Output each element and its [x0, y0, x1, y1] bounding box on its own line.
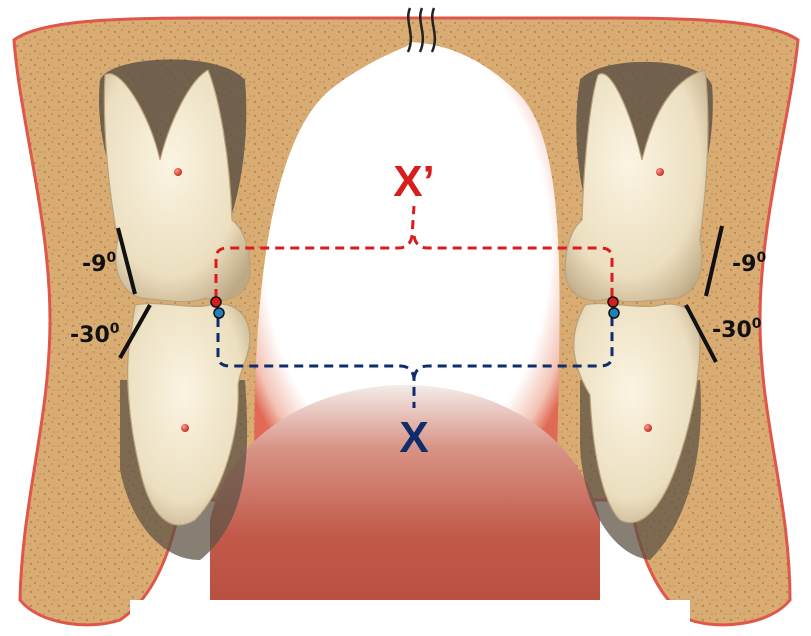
bottom-margin [130, 600, 690, 636]
left-lower-contact-point [214, 308, 224, 318]
upper-width-label: X’ [393, 157, 435, 206]
lower-width-label: X [399, 413, 428, 462]
left-upper-contact-point [211, 297, 221, 307]
right-upper-contact-point [608, 297, 618, 307]
right-lower-contact-point [609, 308, 619, 318]
